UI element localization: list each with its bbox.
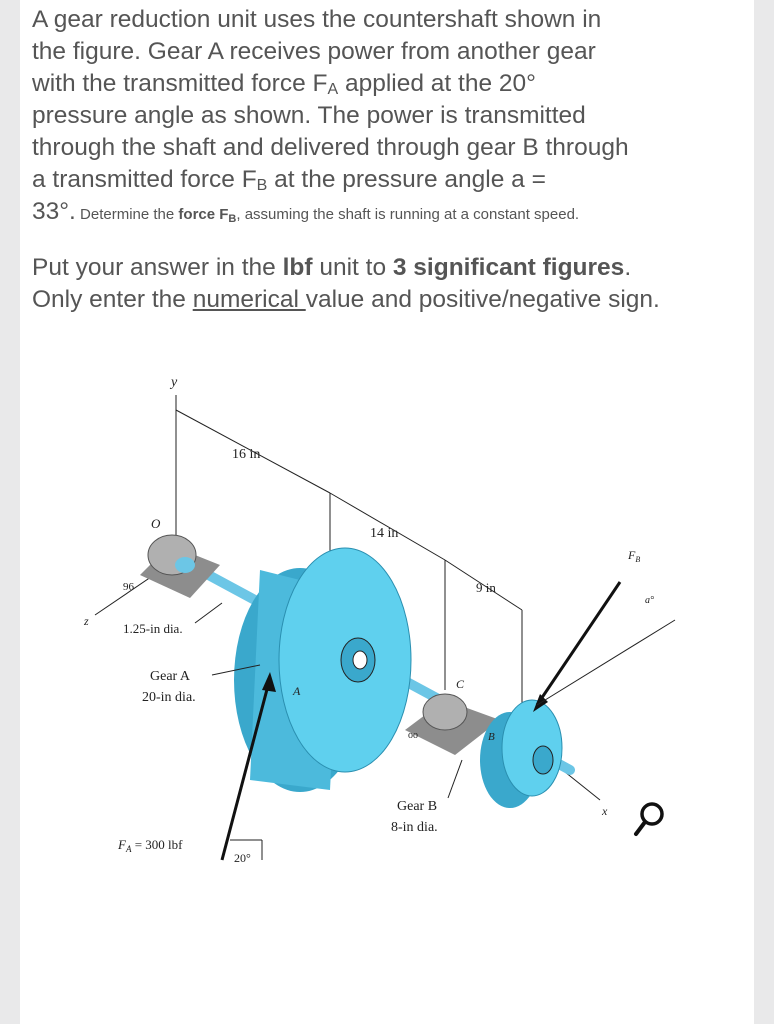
angle-a-label: a° [645, 595, 654, 606]
numerical-label: numerical [192, 286, 306, 313]
gear-b: B [480, 699, 563, 808]
shaft-dia-label: 1.25-in dia. [123, 621, 183, 636]
problem-line: pressure angle as shown. The power is tr… [32, 102, 586, 129]
unit-label: lbf [282, 254, 313, 281]
answer-instructions: Put your answer in the lbf unit to 3 sig… [32, 254, 660, 313]
force-a-label: FA = 300 lbf [117, 837, 183, 854]
problem-line: the figure. Gear A receives power from a… [32, 38, 596, 65]
problem-line: through the shaft and delivered through … [32, 134, 629, 161]
gear-a-dia: 20-in dia. [142, 690, 196, 705]
angle-20-label: 20° [234, 851, 251, 865]
svg-text:96: 96 [123, 581, 135, 593]
problem-line: with the transmitted force FA applied at… [32, 70, 536, 98]
problem-statement: A gear reduction unit uses the countersh… [32, 4, 722, 231]
dim-16-label: 16 in [232, 447, 260, 462]
x-axis-label: x [601, 804, 608, 818]
force-b-arrow [535, 581, 622, 706]
y-axis-label: y [169, 375, 178, 390]
problem-line: a transmitted force FB at the pressure a… [32, 166, 546, 194]
bearing-c: C oo [405, 677, 500, 755]
gear-a-letter: A [292, 684, 301, 698]
gear-b-name: Gear B [397, 799, 437, 814]
origin-label: O [151, 516, 161, 531]
svg-text:oo: oo [408, 730, 418, 741]
content-card [20, 0, 754, 1024]
dim-9-label: 9 in [476, 580, 496, 595]
dim-14-label: 14 in [370, 526, 398, 541]
force-a-arrow [220, 677, 272, 861]
z-axis-label: z [83, 614, 89, 628]
search-icon[interactable] [633, 801, 665, 839]
gear-a-name: Gear A [150, 669, 191, 684]
bearing-c-label: C [456, 677, 465, 691]
gear-a: A [234, 547, 412, 792]
sigfig-label: 3 significant figures [392, 254, 625, 281]
force-b-label: FB [627, 548, 640, 564]
gear-b-dia: 8-in dia. [391, 820, 438, 835]
problem-line: A gear reduction unit uses the countersh… [32, 6, 602, 33]
gear-b-letter: B [488, 731, 495, 743]
bearing-o: 96 [123, 534, 220, 598]
problem-line: 33°. Determine the force FB, assuming th… [32, 198, 580, 225]
